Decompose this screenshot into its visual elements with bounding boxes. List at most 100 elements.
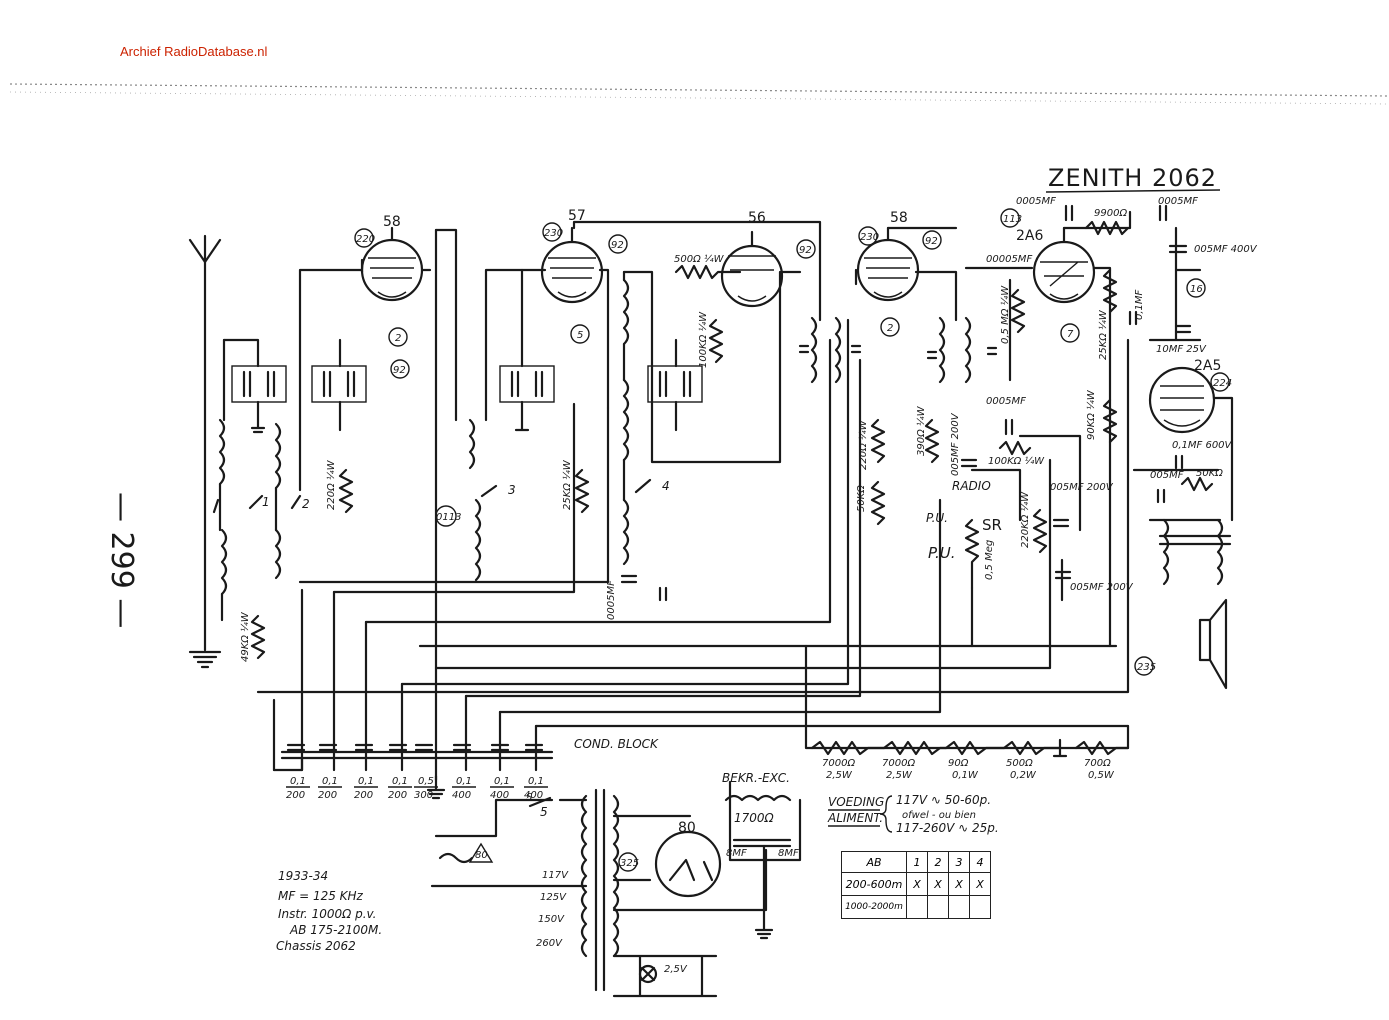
divider-resistor-value: 90Ω (948, 758, 969, 769)
voeding-line-1: 117V ∿ 50-60p. (896, 793, 991, 807)
ref-2a: 2 (395, 333, 401, 344)
switch-1: 1 (262, 495, 270, 509)
label-c005a: 005MF 200V (950, 412, 961, 476)
label-r220k: 220KΩ ¼W (1019, 491, 1031, 548)
ref-92d: 92 (925, 236, 938, 247)
label-c0005e: 0005MF (606, 580, 617, 620)
divider-resistor-value: 7000Ω (882, 758, 915, 769)
band-table-head-2: 2 (927, 851, 949, 873)
ref-0113: 0113 (436, 512, 461, 523)
band-table-header: AB 1 2 3 4 (841, 851, 991, 873)
band-table-row: 1000-2000m (841, 895, 991, 919)
tube-4-label: 58 (890, 210, 908, 226)
rf-tuning-section-3 (468, 268, 555, 582)
label-r100k: 100KΩ ¼W (697, 311, 709, 368)
cond-block-capacitor (286, 743, 306, 752)
divider-resistor-watt: 0,2W (1010, 770, 1037, 781)
rf-tuning-section-2 (274, 268, 367, 580)
tube-2-label: 57 (568, 208, 586, 224)
pilot-lamp (638, 964, 658, 984)
band-table-cell: X (969, 872, 991, 896)
label-r0_5m: 0,5 MΩ ¼W (999, 285, 1011, 344)
cond-cap-value: 0,1 (290, 776, 306, 787)
chassis-notes: 1933-34 MF = 125 KHz Instr. 1000Ω p.v. A… (276, 869, 382, 953)
label-r50k: 50KΩ (856, 485, 867, 512)
band-table-cell: 200-600m (841, 872, 907, 896)
tube-58-if: 58 (856, 210, 920, 302)
cond-block-capacitor (524, 743, 544, 752)
label-sr: SR (982, 516, 1002, 534)
aliment-label: ALIMENT. (827, 811, 883, 825)
ref-235: 235 (1137, 662, 1156, 673)
scan-fold-line-2 (9, 91, 1389, 105)
label-v117: 117V (542, 870, 569, 881)
rf-tuning-section-1 (218, 338, 287, 622)
scan-fold-line (9, 83, 1389, 97)
label-c005b: 005MF 200V (1050, 482, 1114, 493)
label-v150: 150V (538, 914, 565, 925)
divider-resistor-watt: 2,5W (886, 770, 913, 781)
speaker (1158, 518, 1232, 690)
label-c005c: 005MF 400V (1194, 244, 1258, 255)
circled-references: 220 2 92 230 92 5 92 230 92 2 113 7 16 2… (354, 208, 1232, 872)
label-c00005c: 0005MF (986, 396, 1026, 407)
ref-92b: 92 (611, 240, 624, 251)
label-bekr: BEKR.-EXC. (722, 771, 790, 785)
cond-cap-voltage: 200 (318, 790, 337, 801)
wiring (256, 210, 1234, 782)
band-table-head-ab: AB (841, 851, 907, 873)
divider-resistor-watt: 0,5W (1088, 770, 1115, 781)
cond-cap-value: 0,1 (392, 776, 408, 787)
antenna (188, 234, 222, 652)
ref-230b: 230 (860, 232, 879, 243)
note-year: 1933-34 (278, 869, 328, 883)
ref-230a: 230 (544, 228, 563, 239)
if-transformer-2 (926, 316, 998, 384)
note-mf: MF = 125 KHz (278, 889, 364, 903)
band-table-cell (906, 895, 928, 919)
label-r100k2: 100KΩ ¼W (988, 455, 1045, 467)
voeding-line-2: ofwel - ou bien (902, 810, 976, 821)
cond-cap-value: 0,1 (494, 776, 510, 787)
ground-symbol (188, 650, 222, 669)
ref-224: 224 (1213, 378, 1232, 389)
condenser-block (272, 750, 554, 800)
if-transformer-1 (798, 316, 862, 384)
ref-220a: 220 (356, 234, 375, 245)
source-label: Archief RadioDatabase.nl (120, 44, 268, 59)
label-c0_1a: 0,1MF (1134, 289, 1145, 320)
voltage-divider (810, 738, 1130, 758)
tube-3-label: 56 (748, 210, 766, 226)
label-c10mf: 10MF 25V (1156, 344, 1207, 355)
tube-5-label: 2A6 (1016, 228, 1043, 244)
divider-resistor-value: 700Ω (1084, 758, 1111, 769)
label-c00005a: 0005MF (1016, 196, 1056, 207)
ref-80-triangle: 80 (475, 850, 488, 861)
power-transformer (430, 780, 802, 998)
ref-2b: 2 (887, 323, 893, 334)
tube-58-rf: 58 (360, 214, 432, 302)
label-r220b: 220Ω ¼W (857, 419, 869, 470)
rectifier-80: 80 (654, 820, 722, 898)
divider-resistor-value: 7000Ω (822, 758, 855, 769)
page-number: — 299 — (104, 492, 139, 628)
note-ab: AB 175-2100M. (289, 923, 382, 937)
cond-cap-voltage: 300 (414, 790, 433, 801)
band-table-head-3: 3 (948, 851, 970, 873)
cond-block-labels: 0,12000,12000,12000,12000,53000,14000,14… (286, 743, 548, 801)
label-c00005d: 00005MF (986, 254, 1032, 265)
title-underline (1045, 189, 1221, 193)
band-table-row: 200-600m X X X X (841, 872, 991, 896)
tube-2a6: 2A6 (1016, 226, 1096, 304)
band-table-cell: 1000-2000m (841, 895, 907, 919)
label-r390: 390Ω ¼W (915, 405, 927, 456)
label-r220a: 220Ω ¼W (325, 459, 337, 510)
label-r9900: 9900Ω (1094, 208, 1127, 219)
cond-cap-voltage: 200 (388, 790, 407, 801)
divider-labels: 7000Ω2,5W7000Ω2,5W90Ω0,1W500Ω0,2W700Ω0,5… (822, 758, 1115, 781)
tube-6-label: 2A5 (1194, 358, 1221, 374)
cond-cap-voltage: 400 (452, 790, 471, 801)
voeding-line-3: 117-260V ∿ 25p. (896, 821, 999, 835)
band-table-cell (969, 895, 991, 919)
